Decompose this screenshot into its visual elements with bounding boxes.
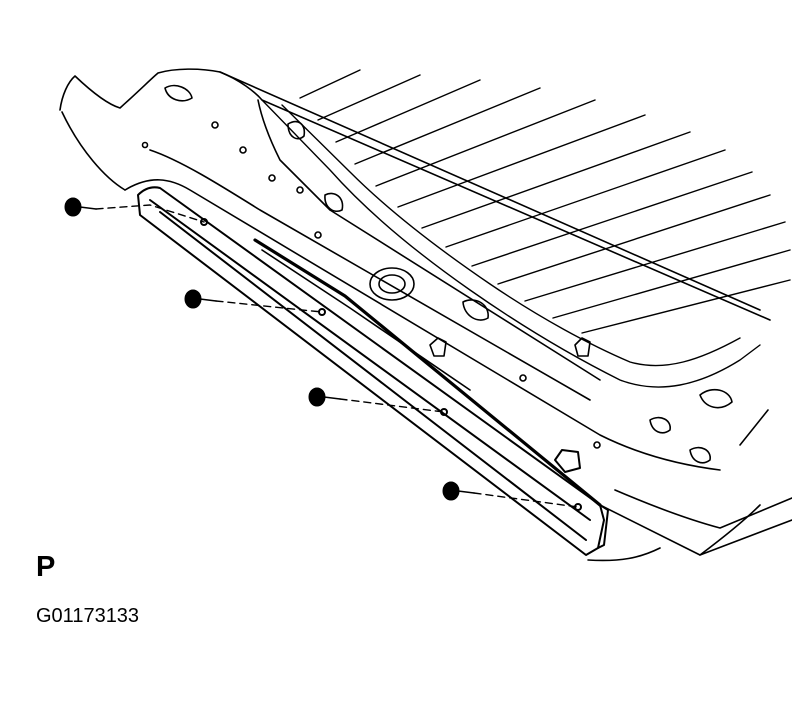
screw-head-icon bbox=[308, 387, 326, 407]
screw-shank bbox=[323, 396, 341, 400]
rail-mid-edge bbox=[149, 149, 591, 401]
rib-line bbox=[354, 87, 541, 165]
screw-head-icon bbox=[64, 197, 82, 217]
screw-head-icon bbox=[184, 289, 202, 309]
rail-step-edge bbox=[257, 99, 601, 381]
small-hole bbox=[141, 141, 149, 149]
roof-panel bbox=[59, 68, 792, 562]
small-hole bbox=[296, 186, 304, 194]
rib-line bbox=[524, 221, 786, 302]
rib-line bbox=[397, 114, 646, 208]
large-hole bbox=[369, 267, 415, 301]
molding-inner-edge bbox=[149, 199, 591, 521]
rib-line bbox=[299, 69, 361, 99]
molding-latch bbox=[554, 449, 581, 473]
figure-code: G01173133 bbox=[36, 605, 140, 627]
rail-tab bbox=[649, 416, 671, 434]
rib-line bbox=[471, 171, 753, 267]
screw bbox=[64, 197, 205, 223]
small-hole bbox=[211, 121, 219, 129]
screw-shank bbox=[457, 490, 475, 494]
view-label: P bbox=[36, 551, 56, 583]
screw-head-icon bbox=[442, 481, 460, 501]
screw bbox=[308, 387, 445, 413]
rail-tab bbox=[699, 388, 733, 409]
molding-screw-hole bbox=[200, 218, 208, 226]
screw bbox=[442, 481, 579, 508]
small-hole bbox=[519, 374, 527, 382]
rib-line bbox=[497, 194, 771, 285]
small-hole bbox=[239, 146, 247, 154]
rail-tab bbox=[164, 84, 193, 102]
rib-line bbox=[552, 249, 791, 319]
molding-end-cap bbox=[597, 504, 609, 549]
large-hole-inner bbox=[378, 274, 406, 294]
alignment-dash-line bbox=[339, 398, 445, 413]
ribbed-area-inner-border bbox=[281, 104, 741, 367]
roof-side-rail bbox=[124, 84, 733, 471]
alignment-dash-line bbox=[215, 300, 323, 313]
rib-line bbox=[317, 74, 421, 121]
screw-shank bbox=[199, 298, 217, 302]
molding-screw-hole bbox=[318, 308, 326, 316]
rib-line bbox=[421, 131, 691, 229]
rail-clip bbox=[574, 337, 591, 357]
rib-line bbox=[375, 99, 596, 187]
molding-outer-edge bbox=[137, 186, 605, 556]
rail-molding-strip bbox=[137, 186, 609, 556]
small-hole bbox=[314, 231, 322, 239]
roof-ribbed-area bbox=[261, 69, 791, 388]
molding-edge-line bbox=[159, 211, 587, 541]
molding-ridge-secondary bbox=[261, 249, 471, 391]
screw bbox=[184, 289, 323, 313]
ribbed-area-border bbox=[261, 99, 761, 388]
screws bbox=[64, 197, 579, 508]
small-hole bbox=[268, 174, 276, 182]
screw-shank bbox=[79, 206, 97, 210]
rail-tab bbox=[689, 446, 711, 464]
rail-tab bbox=[324, 192, 344, 212]
rail-clip bbox=[429, 337, 447, 357]
rail-tab bbox=[462, 299, 489, 321]
rib-line bbox=[335, 79, 481, 143]
rail-upper-edge bbox=[124, 179, 721, 471]
roof-panel-outer-edge bbox=[59, 68, 761, 311]
alignment-dash-line bbox=[473, 492, 579, 508]
roof-panel-lower-body bbox=[587, 489, 792, 562]
roof-panel-corner bbox=[699, 409, 769, 556]
alignment-dash-line bbox=[95, 204, 205, 223]
molding-ridge bbox=[253, 238, 602, 507]
small-hole bbox=[593, 441, 601, 449]
rib-line bbox=[581, 279, 791, 334]
rib-line bbox=[445, 149, 726, 248]
rail-tab bbox=[287, 120, 306, 140]
